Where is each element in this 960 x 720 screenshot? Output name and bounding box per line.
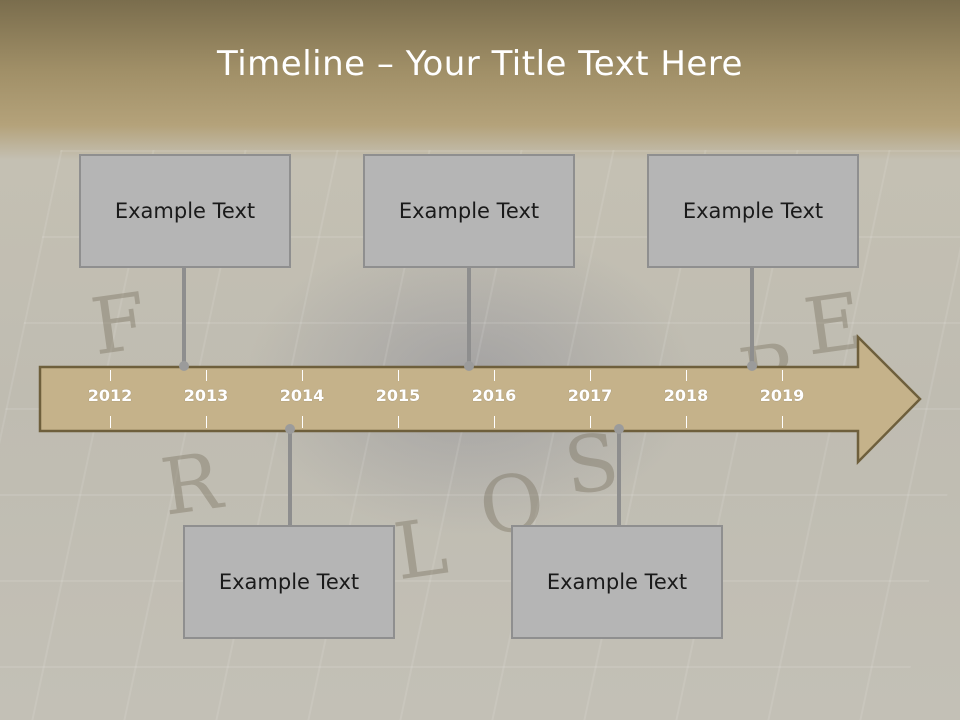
event-marker-dot [747,361,757,371]
year-tick [302,370,303,381]
year-tick [782,370,783,381]
event-marker-dot [464,361,474,371]
connector-line [467,268,471,366]
timeline-arrow-shape [38,333,922,466]
slide-title: Timeline – Your Title Text Here [217,44,743,84]
event-box-top[interactable]: Example Text [363,154,575,268]
year-tick [110,370,111,381]
year-tick [494,416,495,428]
event-box-top[interactable]: Example Text [79,154,291,268]
event-label: Example Text [114,199,256,223]
event-label: Example Text [682,199,824,223]
year-tick [206,416,207,428]
year-label: 2015 [375,386,421,405]
connector-line [617,429,621,527]
year-tick [494,370,495,381]
year-label: 2017 [567,386,613,405]
year-tick [686,370,687,381]
year-tick [302,416,303,428]
year-tick [110,416,111,428]
year-label: 2012 [87,386,133,405]
year-tick [590,416,591,428]
event-box-top[interactable]: Example Text [647,154,859,268]
year-label: 2013 [183,386,229,405]
event-marker-dot [614,424,624,434]
event-label: Example Text [546,570,688,594]
connector-line [750,268,754,366]
event-marker-dot [285,424,295,434]
year-label: 2016 [471,386,517,405]
event-label: Example Text [398,199,540,223]
year-label: 2019 [759,386,805,405]
event-marker-dot [179,361,189,371]
connector-line [288,429,292,527]
event-box-bottom[interactable]: Example Text [183,525,395,639]
year-tick [206,370,207,381]
year-tick [686,416,687,428]
year-tick [398,416,399,428]
event-label: Example Text [218,570,360,594]
year-label: 2014 [279,386,325,405]
year-tick [398,370,399,381]
event-box-bottom[interactable]: Example Text [511,525,723,639]
connector-line [182,268,186,366]
year-tick [782,416,783,428]
year-label: 2018 [663,386,709,405]
year-tick [590,370,591,381]
